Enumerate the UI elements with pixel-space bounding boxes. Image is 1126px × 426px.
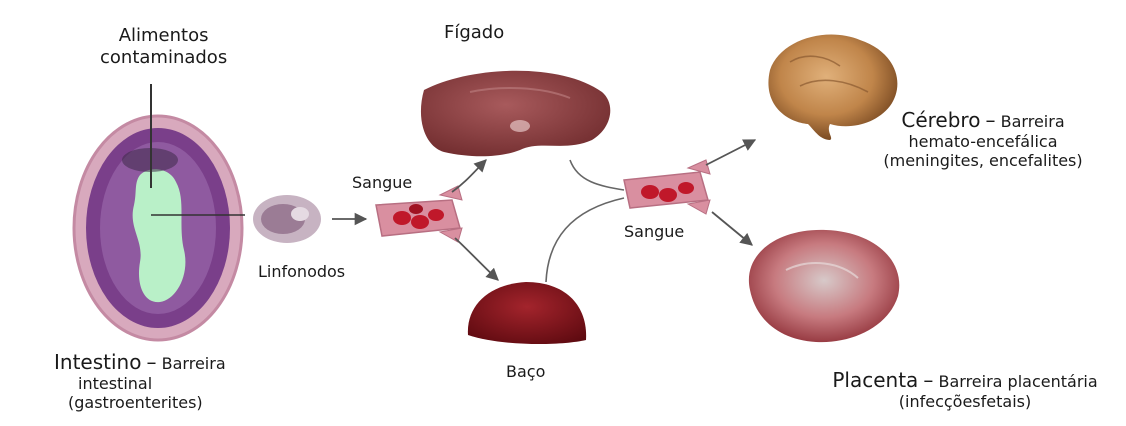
liver-image bbox=[421, 71, 610, 157]
placenta-disease: (infecçõesfetais) bbox=[806, 392, 1124, 411]
intestine-barrier-a: Barreira bbox=[162, 354, 226, 373]
food-label: Alimentos contaminados bbox=[100, 25, 227, 68]
placenta-barrier: Barreira placentária bbox=[938, 372, 1097, 391]
lymph-node-image bbox=[253, 195, 321, 243]
intestine-image bbox=[74, 116, 242, 340]
arrow-blood2-to-brain bbox=[706, 140, 755, 165]
placenta-dash: – bbox=[923, 368, 933, 392]
brain-disease: (meningites, encefalites) bbox=[848, 151, 1118, 170]
spleen-to-blood2-curve bbox=[546, 198, 624, 282]
blood1-label: Sangue bbox=[352, 173, 412, 192]
blood2-label: Sangue bbox=[624, 222, 684, 241]
blood-vessel-2-image bbox=[624, 160, 710, 214]
food-label-line-2: contaminados bbox=[100, 47, 227, 69]
placenta-label: Placenta – Barreira placentária (infecçõ… bbox=[806, 368, 1124, 411]
liver-label: Fígado bbox=[444, 22, 504, 44]
placenta-image bbox=[749, 230, 899, 342]
brain-barrier-a: Barreira bbox=[1001, 112, 1065, 131]
brain-label: Cérebro – Barreira hemato-encefálica (me… bbox=[848, 108, 1118, 170]
intestine-disease: (gastroenterites) bbox=[54, 393, 226, 412]
brain-dash: – bbox=[986, 108, 996, 132]
brain-name: Cérebro bbox=[901, 108, 980, 132]
blood-vessel-1-image bbox=[376, 186, 462, 242]
brain-barrier-b: hemato-encefálica bbox=[848, 132, 1118, 151]
placenta-name: Placenta bbox=[832, 368, 918, 392]
intestine-name: Intestino bbox=[54, 350, 141, 374]
food-label-line-1: Alimentos bbox=[100, 25, 227, 47]
intestine-dash: – bbox=[147, 350, 157, 374]
lymph-label: Linfonodos bbox=[258, 262, 345, 281]
spleen-image bbox=[468, 282, 586, 344]
arrow-blood-to-spleen bbox=[455, 238, 498, 280]
intestine-label: Intestino – Barreira intestinal (gastroe… bbox=[54, 350, 226, 412]
intestine-barrier-b: intestinal bbox=[54, 374, 226, 393]
arrow-blood2-to-placenta bbox=[712, 212, 752, 245]
liver-to-blood2-curve bbox=[570, 160, 624, 190]
arrow-blood-to-liver bbox=[452, 160, 486, 192]
spleen-label: Baço bbox=[506, 362, 545, 381]
